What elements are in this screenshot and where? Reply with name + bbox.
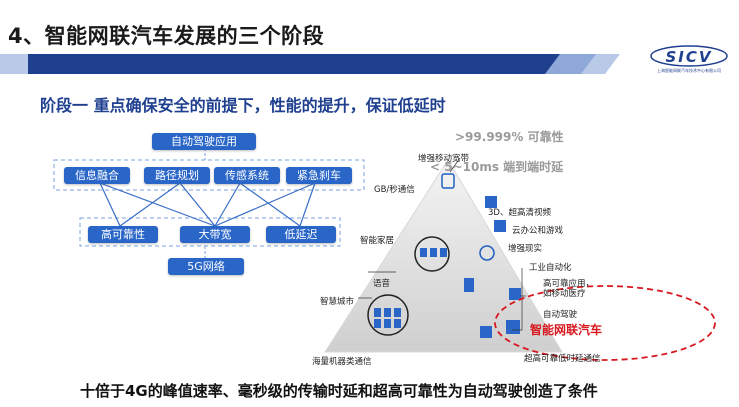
5g-network-label: 5G网络 bbox=[168, 258, 244, 275]
header-bar bbox=[0, 54, 620, 74]
label-smart-city: 智慧城市 bbox=[320, 297, 355, 307]
left-diagram-lines bbox=[53, 148, 365, 258]
app-box-sensing: 传感系统 bbox=[214, 167, 280, 184]
label-gb: GB/秒通信 bbox=[374, 185, 415, 195]
label-voice: 语音 bbox=[373, 279, 391, 289]
latency-stat: < 5~10ms 端到端时延 bbox=[430, 160, 564, 174]
autonomous-app-label: 自动驾驶应用 bbox=[152, 133, 256, 150]
triangle-diagram bbox=[324, 157, 716, 361]
label-smart-home: 智能家居 bbox=[360, 236, 395, 246]
feature-box-bandwidth: 大带宽 bbox=[180, 226, 250, 243]
app-box-fusion: 信息融合 bbox=[64, 167, 130, 184]
label-high-rel-app: 高可靠应用， 如移动医疗 bbox=[543, 279, 595, 299]
app-box-braking: 紧急刹车 bbox=[286, 167, 352, 184]
app-box-planning: 路径规划 bbox=[144, 167, 210, 184]
icv-highlight: 智能网联汽车 bbox=[530, 323, 603, 337]
page-title: 4、智能网联汽车发展的三个阶段 bbox=[8, 24, 325, 48]
label-mmtc: 海量机器类通信 bbox=[312, 357, 372, 367]
bottom-caption: 十倍于4G的峰值速率、毫秒级的传输时延和超高可靠性为自动驾驶创造了条件 bbox=[80, 382, 598, 400]
label-ar: 增强现实 bbox=[508, 244, 543, 254]
feature-box-latency: 低延迟 bbox=[266, 226, 336, 243]
left-diagram: 自动驾驶应用 信息融合 路径规划 传感系统 紧急刹车 高可靠性 大带宽 低延迟 … bbox=[40, 130, 370, 280]
label-video: 3D、超高清视频 bbox=[488, 208, 551, 218]
stage-heading: 阶段一 重点确保安全的前提下，性能的提升，保证低延时 bbox=[40, 96, 446, 115]
label-urllc: 超高可靠低时延通信 bbox=[524, 354, 601, 364]
label-auto-driving: 自动驾驶 bbox=[543, 310, 578, 320]
label-cloud: 云办公和游戏 bbox=[512, 226, 564, 236]
label-industry: 工业自动化 bbox=[529, 263, 572, 273]
reliability-stat: >99.999% 可靠性 bbox=[455, 130, 564, 144]
logo-subtext: 上海智能网联汽车技术中心有限公司 bbox=[657, 68, 721, 73]
logo-text: SICV bbox=[665, 48, 713, 66]
feature-box-reliability: 高可靠性 bbox=[88, 226, 158, 243]
sicv-logo: SICV 上海智能网联汽车技术中心有限公司 bbox=[649, 44, 729, 76]
label-embb: 增强移动宽带 bbox=[418, 154, 470, 164]
